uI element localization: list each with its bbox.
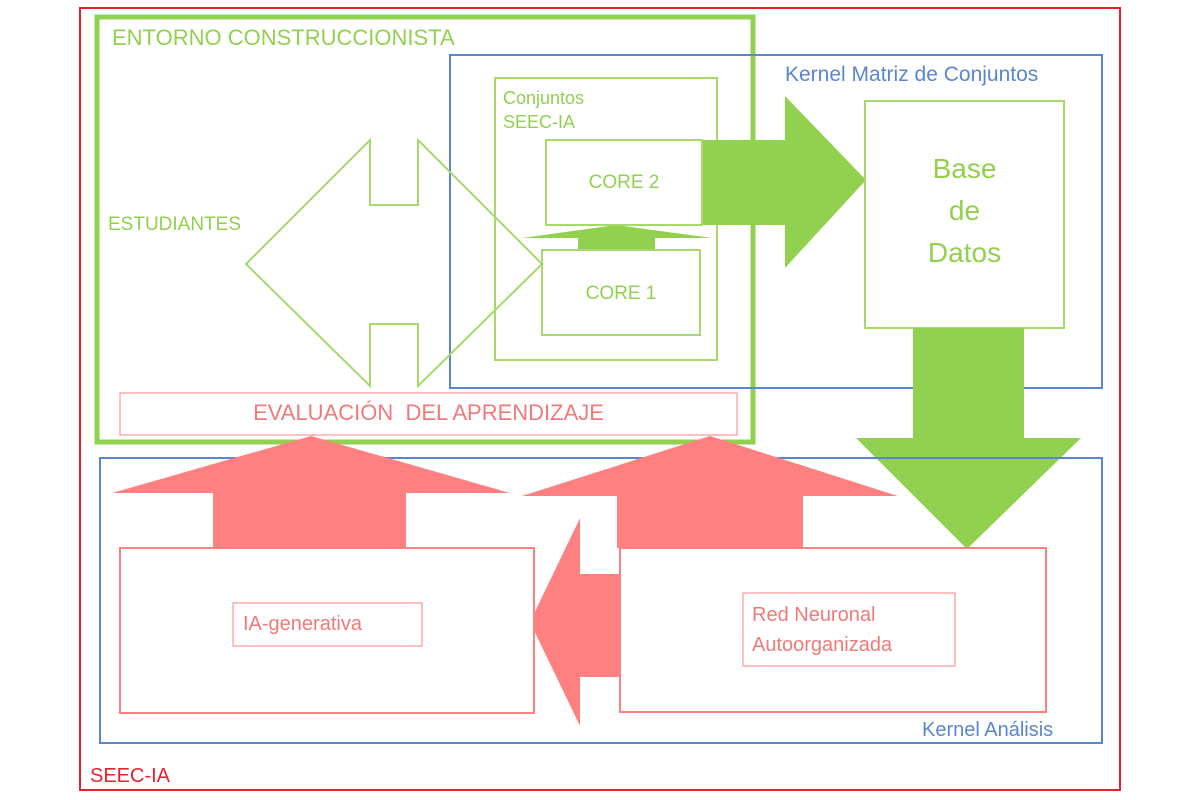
evaluacion-box bbox=[119, 392, 738, 436]
ia-generativa-box bbox=[119, 547, 535, 714]
red-neuronal-box bbox=[619, 547, 1047, 713]
core2-box bbox=[545, 139, 703, 226]
core1-label: CORE 1 bbox=[585, 283, 657, 304]
seec-ia-label: SEEC-IA bbox=[90, 765, 171, 787]
to-analysis-arrow bbox=[856, 328, 1081, 549]
entorno-frame bbox=[94, 14, 756, 445]
seec-ia-frame bbox=[79, 7, 1121, 791]
eval-arrow-left bbox=[112, 436, 510, 548]
database-label-line2: de bbox=[948, 195, 981, 226]
estudiantes-label: ESTUDIANTES bbox=[108, 214, 242, 235]
to-ia-generativa-arrow bbox=[530, 518, 620, 726]
estudiantes-double-arrow bbox=[244, 137, 544, 389]
kernel-matriz-frame bbox=[449, 54, 1103, 389]
core1-box bbox=[541, 249, 701, 336]
ia-generativa-label-box bbox=[232, 602, 423, 647]
eval-arrow-right bbox=[522, 436, 898, 548]
ia-generativa-label: IA-generativa bbox=[243, 613, 362, 635]
database-label: Base de Datos bbox=[865, 148, 1064, 274]
kernel-analisis-frame bbox=[99, 457, 1103, 744]
entorno-label: ENTORNO CONSTRUCCIONISTA bbox=[112, 25, 455, 50]
conjuntos-label-line2: SEEC-IA bbox=[503, 112, 576, 132]
conjuntos-label-line1: Conjuntos bbox=[503, 88, 585, 108]
evaluacion-label: EVALUACIÓN DEL APRENDIZAJE bbox=[253, 400, 604, 425]
kernel-analisis-label: Kernel Análisis bbox=[922, 719, 1054, 741]
core2-label: CORE 2 bbox=[588, 172, 660, 193]
red-neuronal-label-line2: Autoorganizada bbox=[752, 634, 893, 656]
database-box bbox=[864, 100, 1065, 329]
red-neuronal-label-line1: Red Neuronal bbox=[752, 604, 876, 626]
database-label-line1: Base bbox=[932, 153, 997, 184]
kernel-matriz-label: Kernel Matriz de Conjuntos bbox=[785, 63, 1039, 86]
red-neuronal-label-box bbox=[742, 592, 956, 667]
core-up-arrow bbox=[522, 225, 712, 250]
red-neuronal-label: Red Neuronal Autoorganizada bbox=[752, 600, 892, 660]
to-database-arrow bbox=[703, 96, 866, 268]
database-label-line3: Datos bbox=[927, 237, 1002, 268]
